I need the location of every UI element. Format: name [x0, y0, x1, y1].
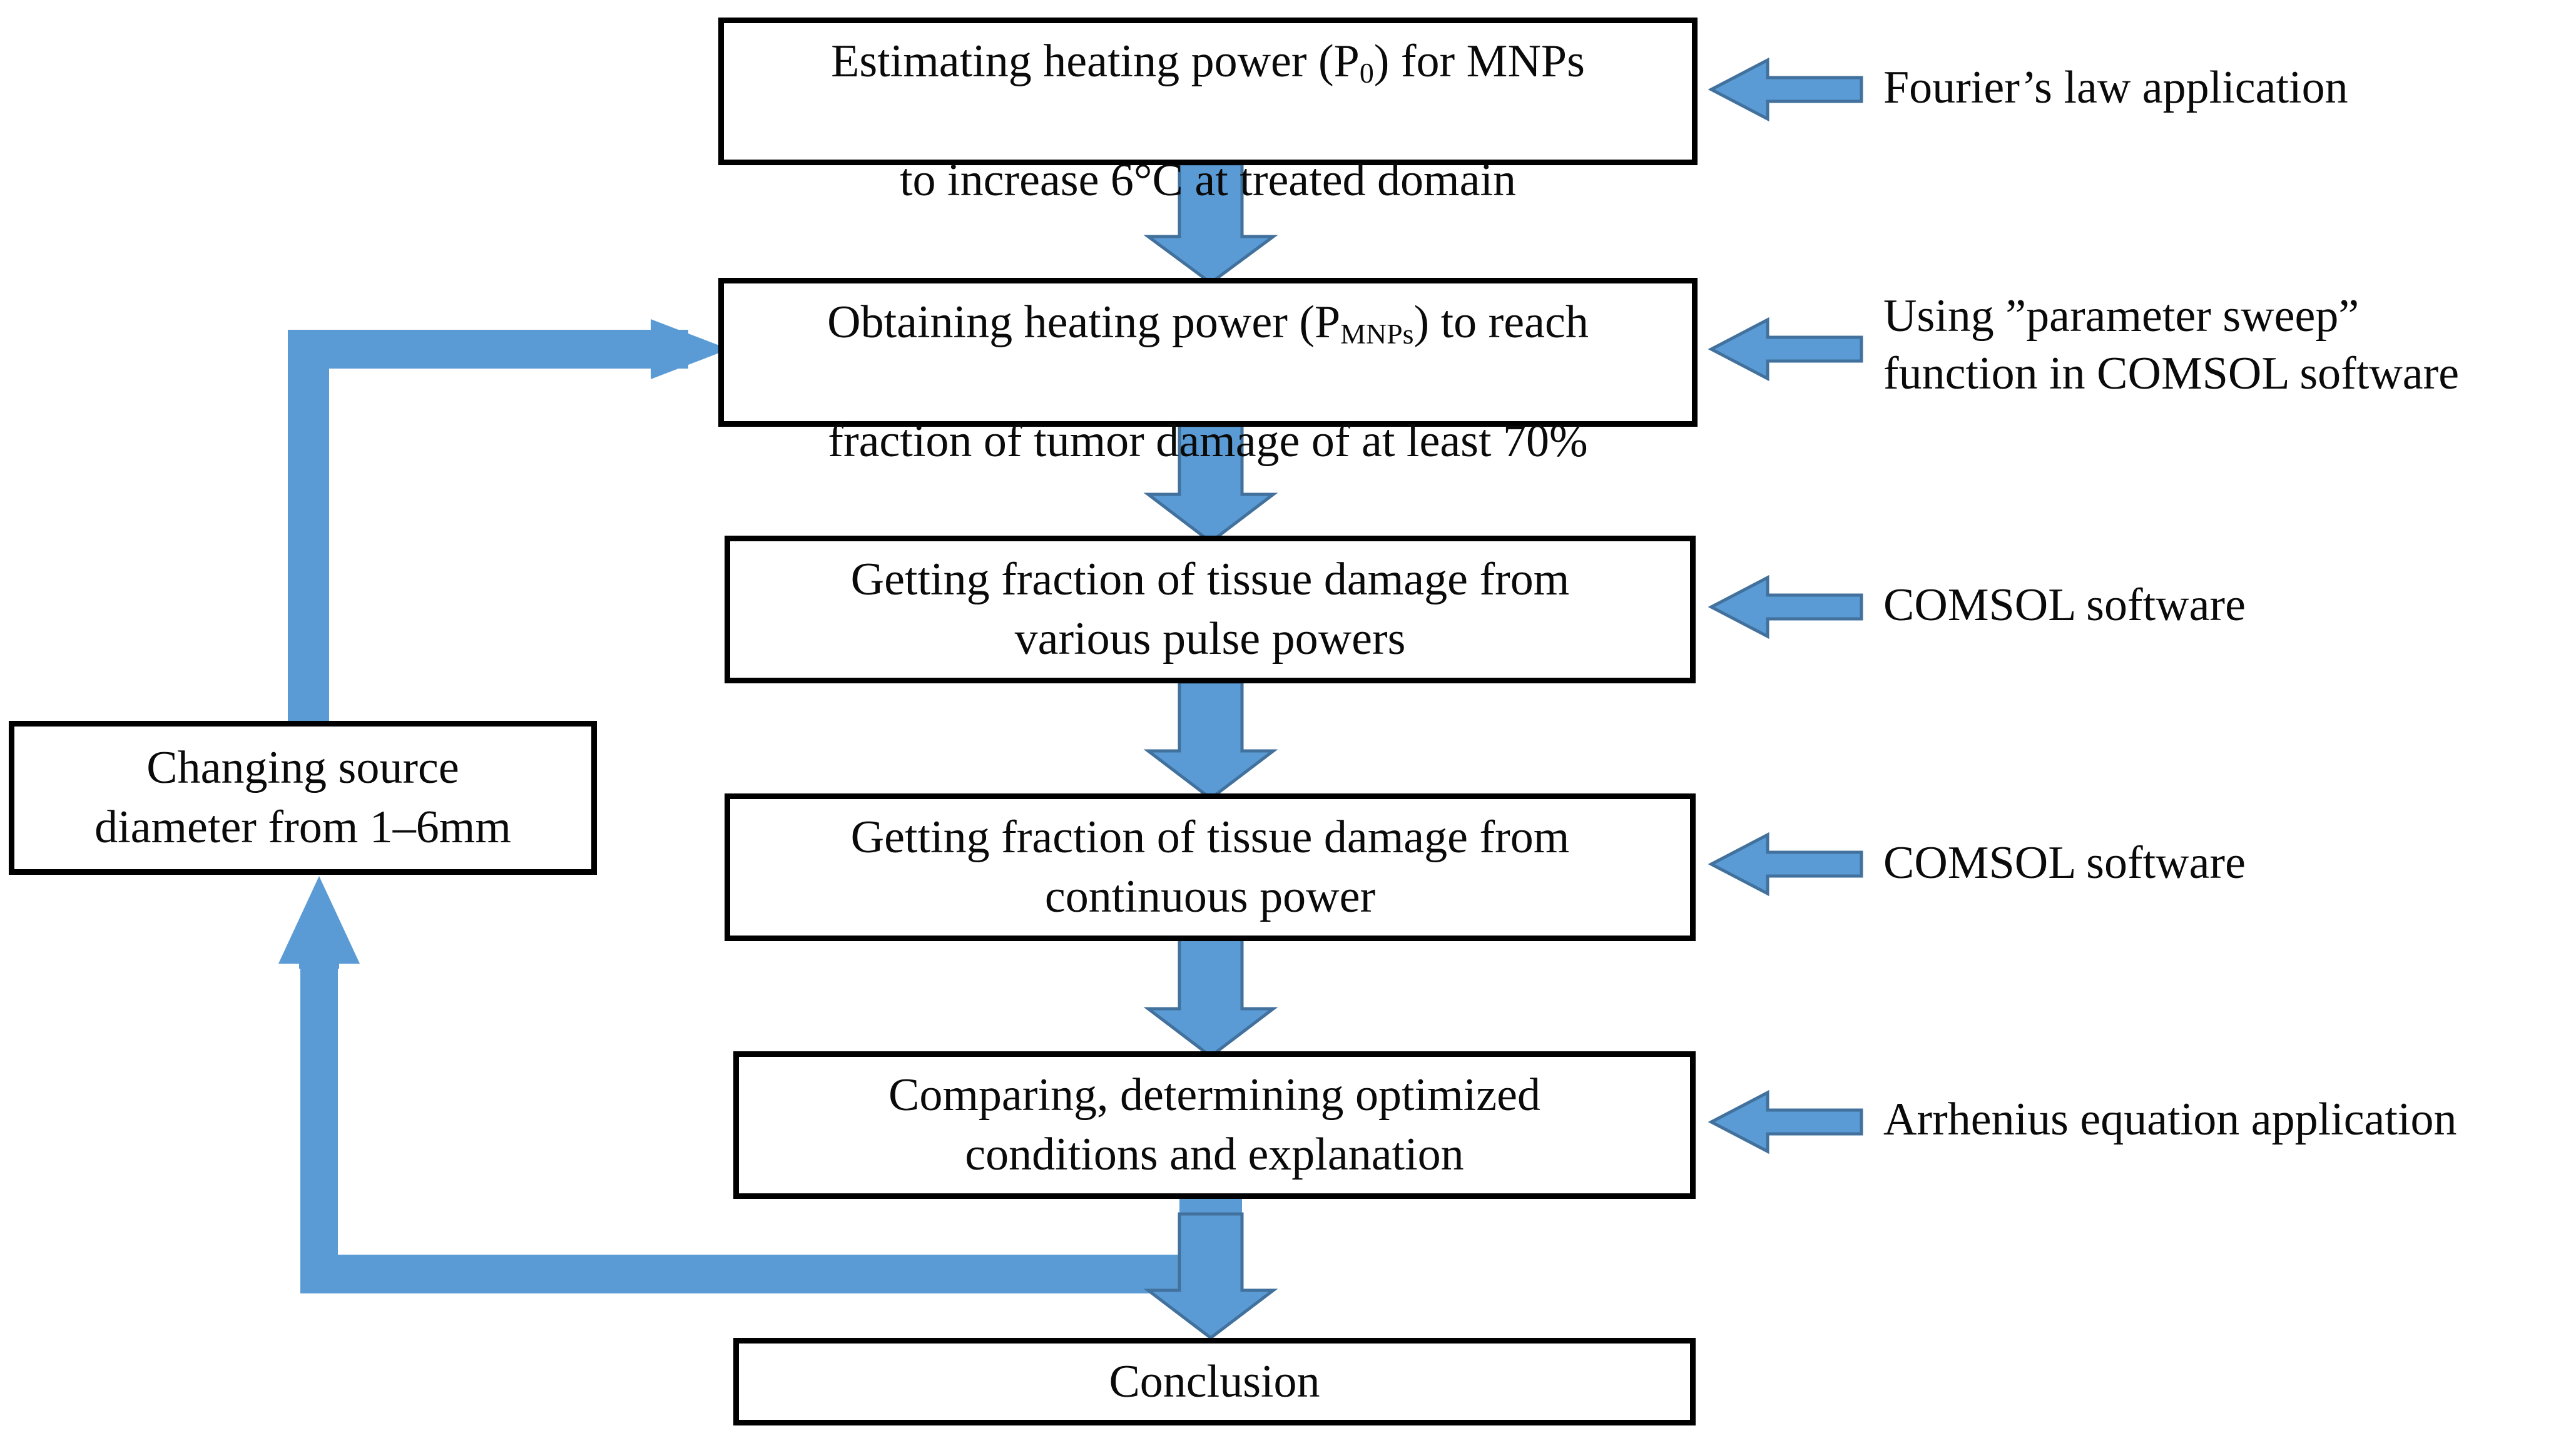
arrow-arrhenius-to-comparing [1708, 1089, 1863, 1155]
side-label-fourier: Fourier’s law application [1883, 62, 2348, 113]
node-estimating-power[interactable]: Estimating heating power (P0) for MNPs t… [718, 18, 1698, 206]
node-comparing[interactable]: Comparing, determining optimized conditi… [733, 1051, 1696, 1199]
node-pulse-damage-label: Getting fraction of tissue damage from v… [850, 554, 1570, 665]
node-continuous-damage-label: Getting fraction of tissue damage from c… [850, 812, 1570, 922]
node-pulse-damage[interactable]: Getting fraction of tissue damage from v… [725, 536, 1696, 683]
node-continuous-damage[interactable]: Getting fraction of tissue damage from c… [725, 793, 1696, 941]
arrow-continuous-to-comparing [1143, 937, 1278, 1059]
side-label-arrhenius: Arrhenius equation application [1883, 1094, 2457, 1145]
node-changing-source[interactable]: Changing source diameter from 1–6mm [9, 721, 597, 875]
node-comparing-label: Comparing, determining optimized conditi… [888, 1069, 1540, 1180]
node-obtaining-power[interactable]: Obtaining heating power (PMNPs) to reach… [718, 278, 1698, 467]
side-label-comsol-continuous: COMSOL software [1883, 837, 2246, 889]
arrow-changing-source-to-obtaining [288, 319, 729, 724]
node-obtaining-power-label: Obtaining heating power (PMNPs) to reach… [827, 296, 1589, 467]
side-label-parameter-sweep: Using ”parameter sweep” function in COMS… [1883, 290, 2460, 399]
node-conclusion-label: Conclusion [1109, 1355, 1320, 1407]
node-changing-source-label: Changing source diameter from 1–6mm [94, 742, 511, 853]
arrow-pulse-to-continuous [1143, 680, 1278, 801]
arrow-sweep-to-obtaining [1708, 317, 1863, 382]
arrow-comsol-to-continuous [1708, 832, 1863, 897]
node-conclusion[interactable]: Conclusion [733, 1338, 1696, 1425]
node-estimating-power-label: Estimating heating power (P0) for MNPs t… [831, 35, 1585, 207]
side-label-comsol-pulse: COMSOL software [1883, 579, 2246, 631]
arrow-fourier-to-estimating [1708, 57, 1863, 122]
arrow-comparing-to-conclusion [1143, 1212, 1278, 1340]
arrow-comsol-to-pulse [1708, 574, 1863, 640]
